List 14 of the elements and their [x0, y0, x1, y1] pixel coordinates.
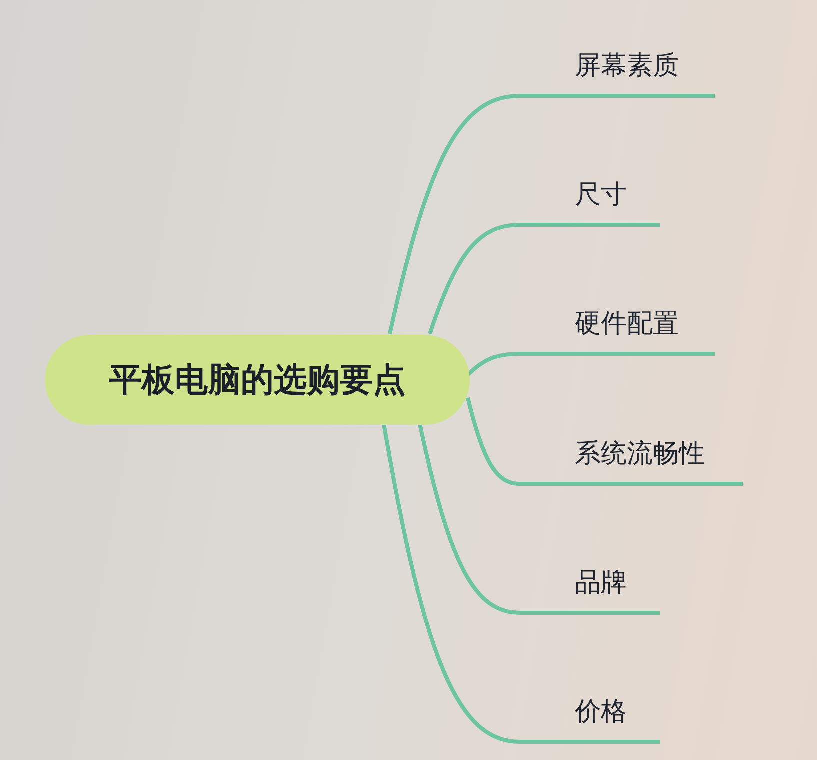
branch-text: 品牌: [574, 566, 627, 600]
branch-line: [466, 398, 520, 486]
topic-text: 平板电脑的选购要点: [109, 358, 406, 400]
branch-line: [428, 223, 520, 335]
branch-text: 尺寸: [574, 178, 627, 212]
branch-line: [388, 94, 520, 334]
topic-pill: [45, 335, 470, 425]
branch-line: [418, 424, 520, 615]
branch-text: 价格: [574, 696, 627, 728]
branch-line: [466, 352, 520, 376]
branch-text: 屏幕素质: [574, 50, 679, 82]
branch-line: [382, 424, 520, 744]
branch-text: 硬件配置: [574, 308, 679, 340]
branch-text: 系统流畅性: [574, 438, 705, 470]
